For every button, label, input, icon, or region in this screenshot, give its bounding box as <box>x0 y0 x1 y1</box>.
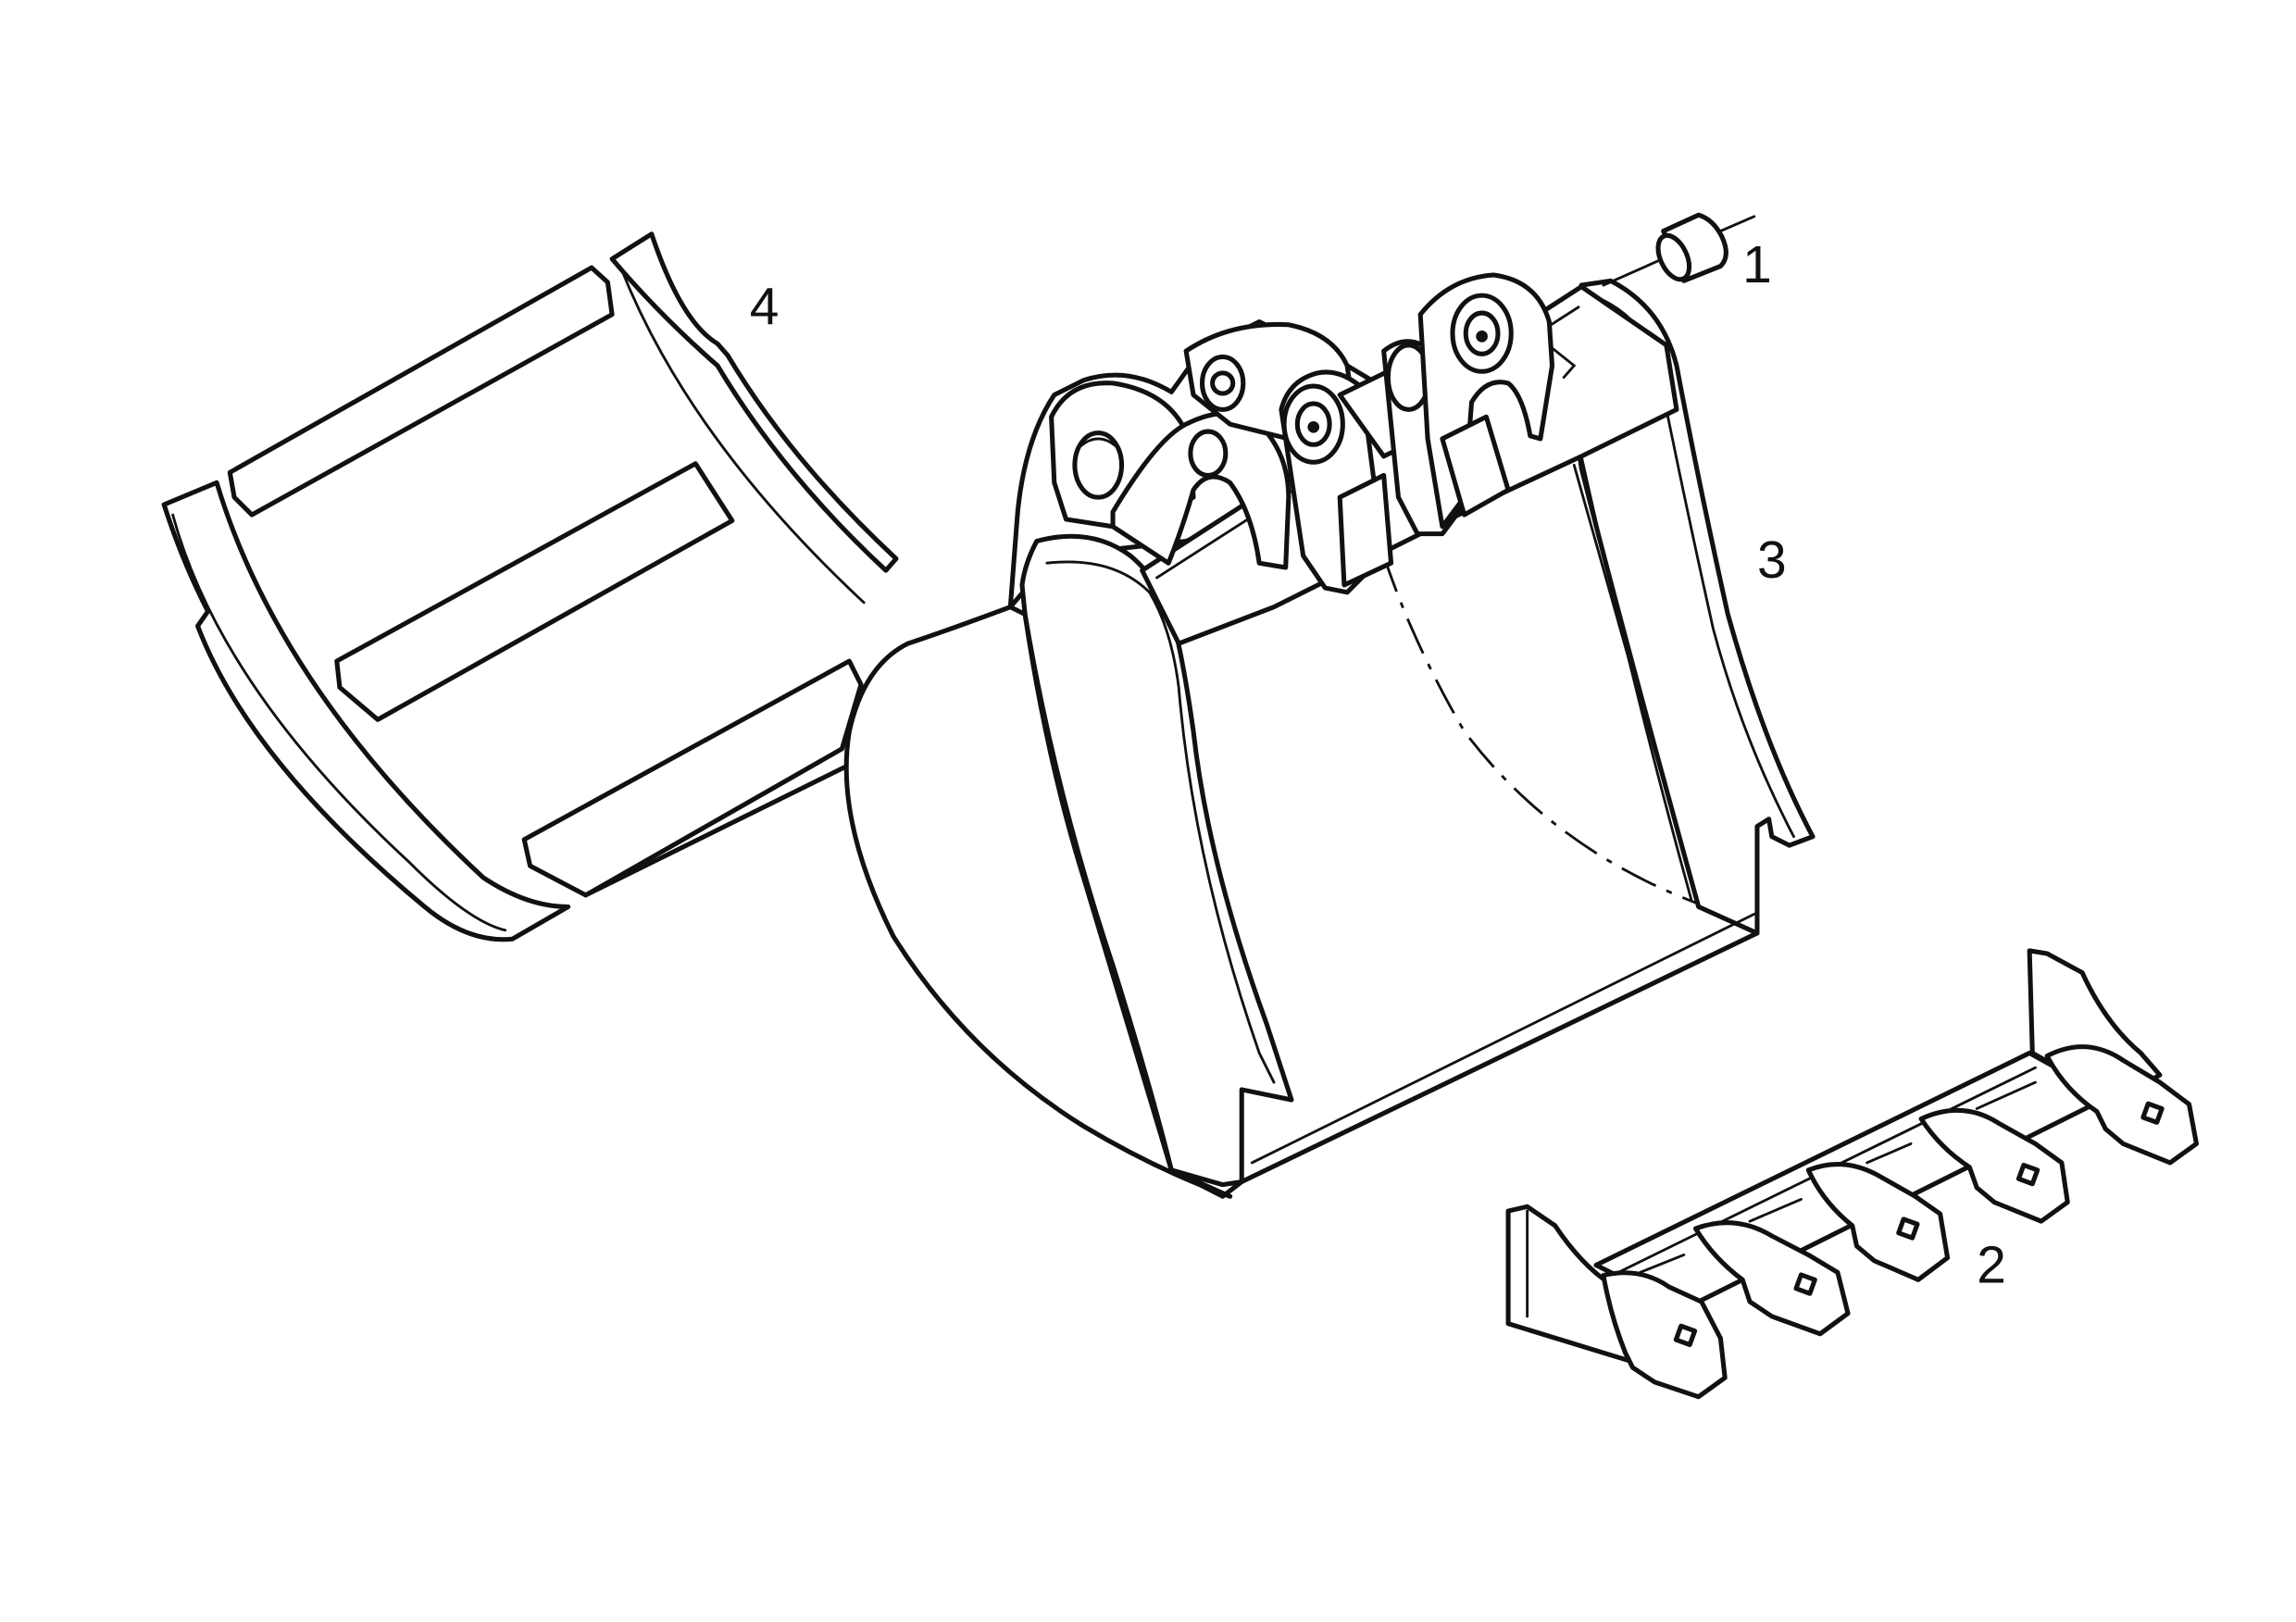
tooth-4 <box>1918 1107 2070 1224</box>
wear-plate-rail-left <box>161 480 571 942</box>
callout-4: 4 <box>750 278 780 337</box>
callout-labels: 1 2 3 4 <box>750 235 2006 1295</box>
tooth-5 <box>2044 1044 2199 1166</box>
callout-2: 2 <box>1977 1236 2006 1295</box>
wear-strip-middle <box>334 461 735 722</box>
callout-1: 1 <box>1742 235 1772 294</box>
hinge-lugs <box>1049 272 1577 595</box>
wear-plate-rail-right <box>609 231 899 573</box>
tooth-3 <box>1805 1161 1951 1282</box>
callout-3: 3 <box>1757 530 1787 590</box>
tooth-1 <box>1601 1270 1728 1400</box>
wear-plate-assembly <box>161 231 899 942</box>
bucket-side-plate-right <box>1571 278 1816 936</box>
bushing <box>1602 212 1756 287</box>
hinge-lug-fork-left <box>1110 410 1292 570</box>
tooth-2 <box>1693 1220 1851 1337</box>
wear-strip-bottom <box>521 658 864 898</box>
teeth-cutting-edge <box>1505 948 2199 1400</box>
wear-strip-top <box>227 265 615 518</box>
